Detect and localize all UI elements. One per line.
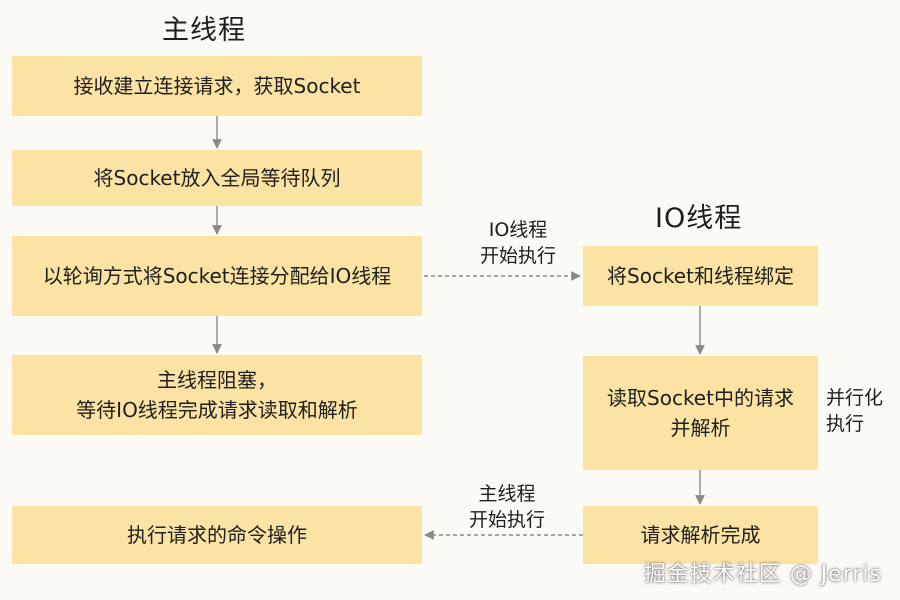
main-step-distribute-sockets: 以轮询方式将Socket连接分配给IO线程 <box>12 236 422 316</box>
label-io-thread-start: IO线程 开始执行 <box>479 219 556 267</box>
label-parallel-execution: 并行化 执行 <box>826 387 884 435</box>
main-step-enqueue-socket: 将Socket放入全局等待队列 <box>12 150 422 206</box>
main-step-blocked-waiting: 主线程阻塞， 等待IO线程完成请求读取和解析 <box>12 355 422 435</box>
io-step-parse-complete: 请求解析完成 <box>583 506 818 564</box>
main-thread-title: 主线程 <box>162 15 246 46</box>
watermark: 掘金技术社区 @ Jerris <box>643 562 882 587</box>
io-step-read-parse-request: 读取Socket中的请求 并解析 <box>583 356 818 470</box>
main-step-execute-command: 执行请求的命令操作 <box>12 506 422 564</box>
io-thread-title: IO线程 <box>655 203 743 234</box>
io-step-bind-socket: 将Socket和线程绑定 <box>583 246 818 306</box>
main-step-accept-connection: 接收建立连接请求，获取Socket <box>12 56 422 116</box>
label-main-thread-start: 主线程 开始执行 <box>468 483 545 531</box>
